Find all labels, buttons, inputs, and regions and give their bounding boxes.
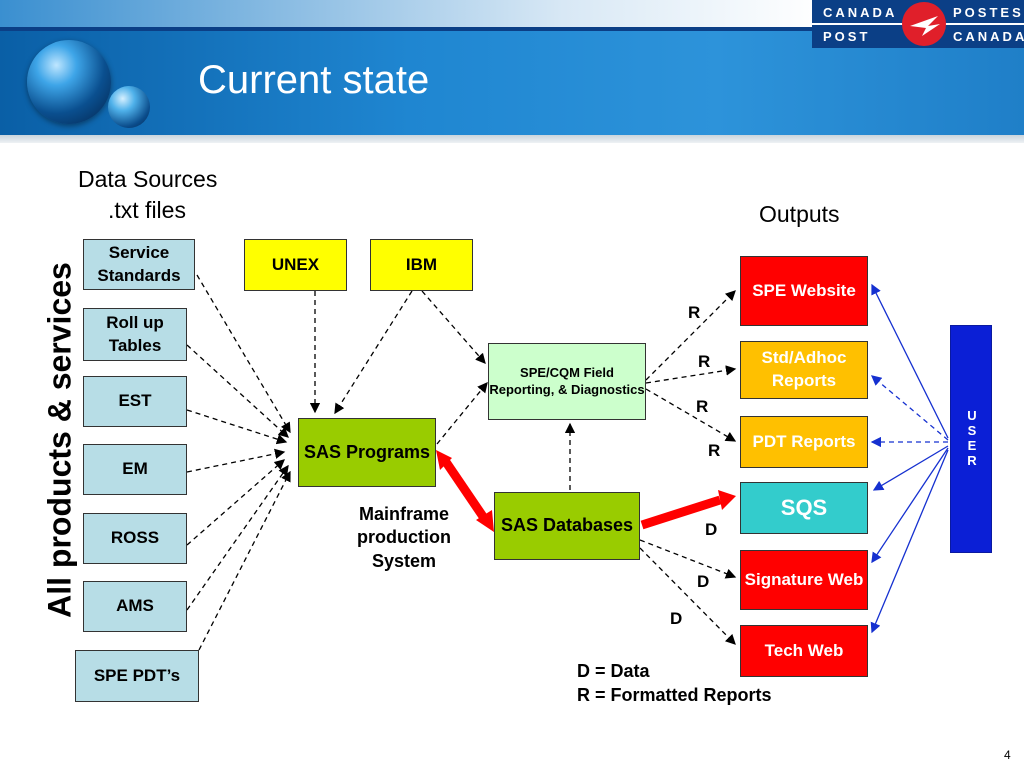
arrow-sasdb-to-techweb bbox=[639, 547, 736, 645]
red-arrow-sas-to-db bbox=[442, 459, 488, 521]
user-box: U S E R bbox=[950, 325, 992, 553]
sas-programs-box: SAS Programs bbox=[298, 418, 436, 487]
user-letter-r: R bbox=[967, 453, 977, 468]
edge-label-r-pdt-upper: R bbox=[696, 397, 709, 416]
canada-post-emblem-icon bbox=[902, 2, 946, 46]
globe-icon bbox=[27, 40, 111, 124]
output-spe-website: SPE Website bbox=[740, 256, 868, 326]
user-to-spe-website bbox=[871, 283, 949, 439]
source-service-standards: Service Standards bbox=[83, 239, 195, 290]
user-letter-e: E bbox=[967, 438, 977, 453]
arrow-spe-cqm-to-stdadhoc bbox=[645, 365, 737, 384]
edge-label-d-sqs: D bbox=[705, 520, 718, 539]
header-divider bbox=[0, 135, 1024, 143]
logo-text-post: POST bbox=[823, 29, 871, 44]
arrow-ibm-to-spe-cqm bbox=[421, 290, 486, 364]
arrow-em-to-sas bbox=[186, 448, 286, 473]
source-spe-pdts: SPE PDT’s bbox=[75, 650, 199, 702]
edge-label-d-signature: D bbox=[697, 572, 710, 591]
outputs-label: Outputs bbox=[759, 201, 840, 227]
arrow-rollup-to-sas bbox=[186, 344, 289, 438]
page-title: Current state bbox=[198, 58, 430, 102]
user-letter-s: S bbox=[967, 423, 977, 438]
legend-data: D = Data bbox=[577, 661, 650, 681]
red-arrow-db-to-sqs bbox=[640, 495, 722, 530]
red-arrow-head-db bbox=[476, 510, 494, 532]
red-arrow-head-sas bbox=[436, 450, 452, 470]
logo-text-postes: POSTES bbox=[953, 5, 1024, 20]
source-roll-up-tables: Roll up Tables bbox=[83, 308, 187, 361]
sas-databases-box: SAS Databases bbox=[494, 492, 640, 560]
user-to-signature bbox=[871, 447, 949, 564]
header-band bbox=[0, 27, 1024, 31]
edge-label-r-stdadhoc: R bbox=[698, 352, 711, 371]
arrow-ams-to-sas bbox=[186, 464, 289, 611]
user-to-std-adhoc bbox=[871, 375, 949, 441]
emblem-wing-icon bbox=[910, 16, 940, 36]
arrow-est-to-sas bbox=[186, 409, 288, 445]
logo-text-canada: CANADA bbox=[823, 5, 898, 20]
source-ams: AMS bbox=[83, 581, 187, 632]
data-sources-label: Data Sources bbox=[78, 166, 218, 192]
arrow-ross-to-sas bbox=[186, 459, 285, 546]
txt-files-label: .txt files bbox=[108, 197, 186, 223]
user-letter-u: U bbox=[967, 408, 977, 423]
system-ibm: IBM bbox=[370, 239, 473, 291]
page-number: 4 bbox=[1004, 748, 1011, 762]
red-thick-arrows bbox=[436, 450, 736, 532]
legend-reports: R = Formatted Reports bbox=[577, 685, 772, 705]
output-tech-web: Tech Web bbox=[740, 625, 868, 677]
mainframe-label: Mainframe production System bbox=[357, 504, 451, 571]
system-unex: UNEX bbox=[244, 239, 347, 291]
output-pdt-reports: PDT Reports bbox=[740, 416, 868, 468]
user-to-techweb bbox=[870, 449, 949, 634]
arrow-service-to-sas bbox=[196, 274, 291, 434]
arrow-sasdb-to-signature bbox=[639, 539, 737, 579]
small-globe-icon bbox=[108, 86, 150, 128]
logo-text-canada-fr: CANADA bbox=[953, 29, 1024, 44]
edge-label-r-pdt: R bbox=[708, 441, 721, 460]
user-to-sqs bbox=[872, 445, 949, 491]
spe-cqm-box: SPE/CQM Field Reporting, & Diagnostics bbox=[488, 343, 646, 420]
edge-label-r-website: R bbox=[688, 303, 701, 322]
arrow-spepdt-to-sas bbox=[198, 470, 291, 651]
arrow-spe-cqm-to-website bbox=[645, 290, 736, 381]
source-est: EST bbox=[83, 376, 187, 427]
arrow-ibm-to-sas bbox=[334, 290, 413, 415]
output-std-adhoc-reports: Std/Adhoc Reports bbox=[740, 341, 868, 399]
output-signature-web: Signature Web bbox=[740, 550, 868, 610]
source-em: EM bbox=[83, 444, 187, 495]
output-sqs: SQS bbox=[740, 482, 868, 534]
red-arrow-head-sqs bbox=[718, 490, 736, 510]
edge-label-d-techweb: D bbox=[670, 609, 683, 628]
arrow-sas-to-spe-cqm bbox=[436, 381, 488, 445]
source-ross: ROSS bbox=[83, 513, 187, 564]
arrow-spe-cqm-to-pdt bbox=[645, 388, 737, 442]
